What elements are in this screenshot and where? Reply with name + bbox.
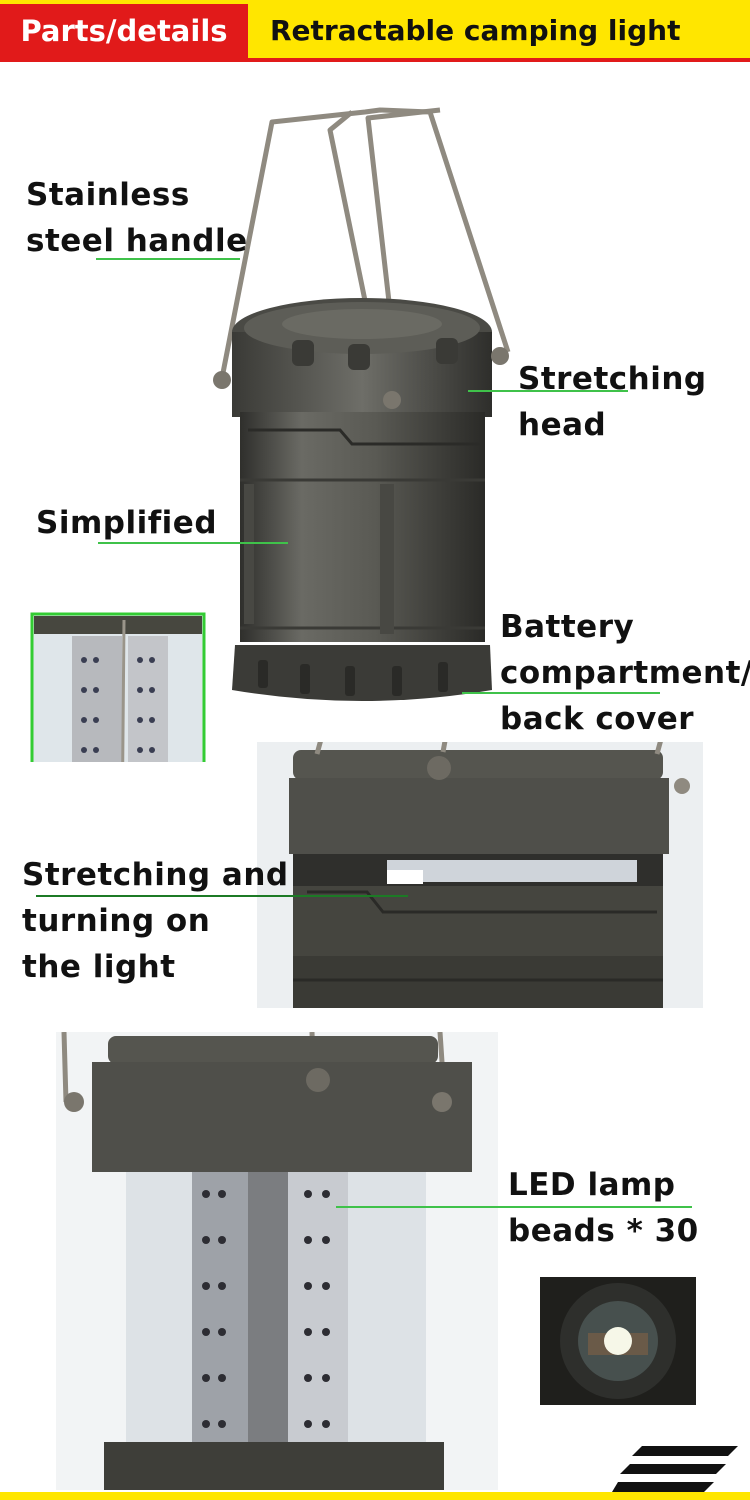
header-title: Retractable camping light (270, 14, 681, 47)
header-underline (0, 58, 750, 62)
parts-details-badge: Parts/details (0, 4, 248, 58)
footer-bar (0, 1492, 750, 1500)
main-lantern-image (30, 107, 511, 762)
extended-lantern-inset (30, 612, 206, 762)
simplified-body (240, 412, 485, 642)
label-stretching-head: Stretching head (518, 361, 707, 443)
stretching-head (213, 298, 509, 417)
turning-on-closeup-image (257, 742, 703, 1008)
leader-battery (462, 692, 660, 694)
label-stainless-steel-handle: Stainless steel handle (26, 177, 248, 259)
leader-simplified (98, 542, 288, 544)
led-bead-closeup-image (540, 1277, 696, 1405)
label-stretching-and-turning-on: Stretching and turning on the light (22, 857, 289, 985)
leader-stretching-on (36, 895, 408, 897)
label-battery-compartment: Battery compartment/ back cover (500, 609, 750, 737)
leader-handle (96, 258, 240, 260)
led-lantern-image (56, 1032, 498, 1490)
battery-compartment (232, 645, 492, 701)
label-simplified: Simplified (36, 505, 218, 541)
leader-led (336, 1206, 692, 1208)
label-led-lamp-beads: LED lamp beads * 30 (508, 1167, 699, 1249)
brand-stripes-icon (612, 1446, 738, 1492)
leader-head (468, 390, 628, 392)
